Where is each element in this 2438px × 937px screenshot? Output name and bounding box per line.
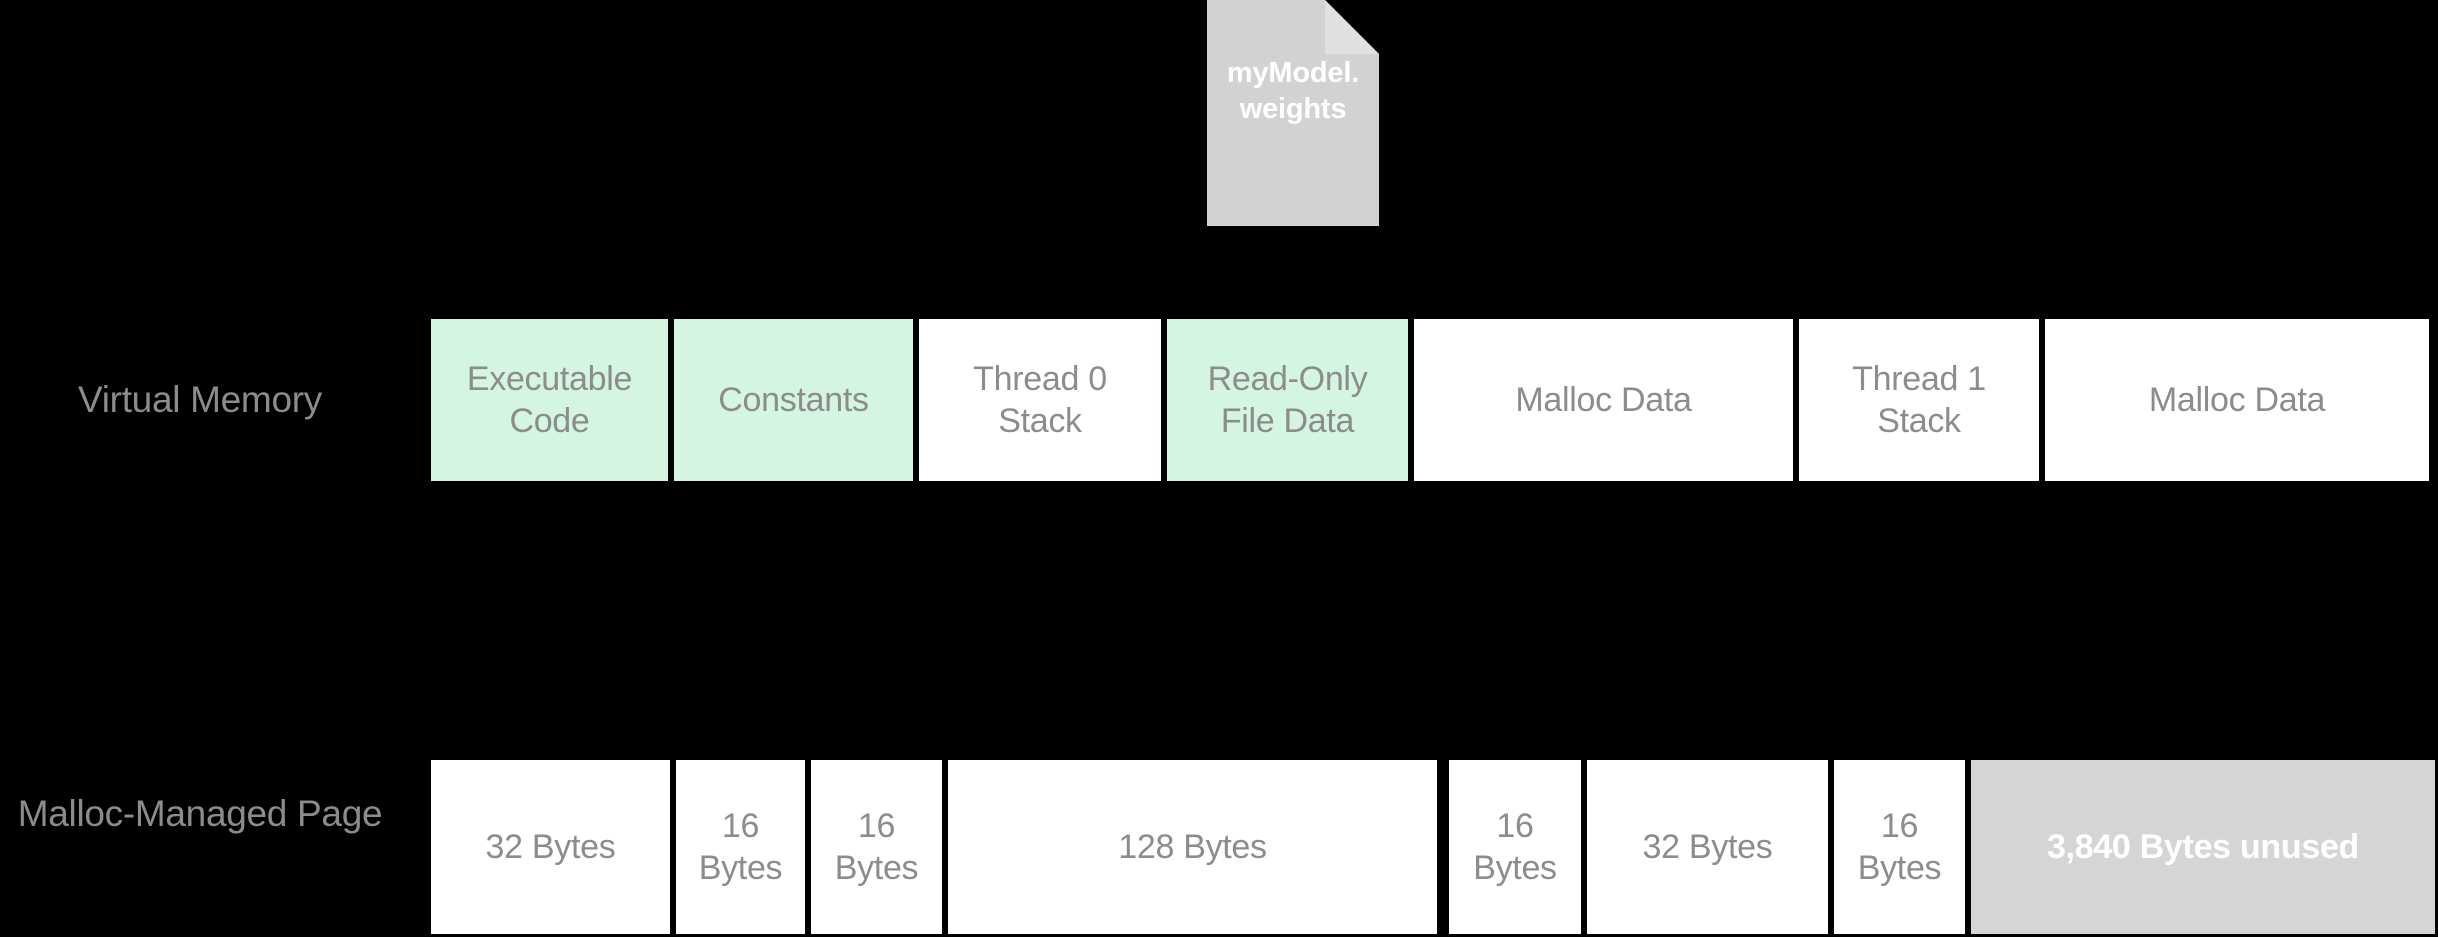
alloc-block-unused[interactable]: 3,840 Bytes unused bbox=[1968, 757, 2438, 937]
memory-block-executable-code[interactable]: Executable Code bbox=[428, 316, 671, 484]
memory-block-constants[interactable]: Constants bbox=[671, 316, 916, 484]
memory-block-malloc-data-1[interactable]: Malloc Data bbox=[1411, 316, 1796, 484]
memory-block-label: Executable Code bbox=[466, 360, 633, 440]
file-icon: myModel. weights bbox=[1207, 0, 1379, 226]
alloc-block-32-bytes-1[interactable]: 32 Bytes bbox=[428, 757, 673, 937]
memory-block-label: Read-Only File Data bbox=[1207, 360, 1368, 440]
malloc-managed-page-band: 32 Bytes 16 Bytes 16 Bytes 128 Bytes 16 … bbox=[428, 757, 2438, 937]
memory-block-label: Constants bbox=[718, 381, 869, 419]
alloc-block-label: 16 Bytes bbox=[1473, 807, 1557, 887]
virtual-memory-row-label: Virtual Memory bbox=[78, 379, 322, 420]
alloc-block-label: 16 Bytes bbox=[1857, 807, 1942, 887]
memory-block-label: Thread 0 Stack bbox=[973, 360, 1107, 440]
alloc-block-128-bytes[interactable]: 128 Bytes bbox=[945, 757, 1440, 937]
memory-block-malloc-data-2[interactable]: Malloc Data bbox=[2042, 316, 2432, 484]
alloc-block-16-bytes-1[interactable]: 16 Bytes bbox=[673, 757, 808, 937]
alloc-block-label: 32 Bytes bbox=[485, 828, 616, 866]
memory-block-label: Thread 1 Stack bbox=[1852, 360, 1986, 440]
file-icon-shape bbox=[1207, 0, 1379, 226]
virtual-memory-band: Executable Code Constants Thread 0 Stack… bbox=[428, 316, 2432, 484]
alloc-block-label: 16 Bytes bbox=[834, 807, 919, 887]
alloc-block-label: 16 Bytes bbox=[698, 807, 783, 887]
alloc-block-label: 32 Bytes bbox=[1642, 828, 1773, 866]
alloc-block-label: 128 Bytes bbox=[1118, 828, 1267, 866]
alloc-block-16-bytes-4[interactable]: 16 Bytes bbox=[1831, 757, 1968, 937]
alloc-block-32-bytes-2[interactable]: 32 Bytes bbox=[1584, 757, 1831, 937]
memory-block-label: Malloc Data bbox=[2148, 381, 2326, 419]
memory-block-thread-0-stack[interactable]: Thread 0 Stack bbox=[916, 316, 1164, 484]
memory-block-label: Malloc Data bbox=[1515, 381, 1692, 419]
memory-block-read-only-file-data[interactable]: Read-Only File Data bbox=[1164, 316, 1411, 484]
alloc-block-label: 3,840 Bytes unused bbox=[2046, 828, 2360, 866]
malloc-managed-page-row-label: Malloc-Managed Page bbox=[17, 793, 383, 834]
alloc-block-16-bytes-2[interactable]: 16 Bytes bbox=[808, 757, 945, 937]
memory-block-thread-1-stack[interactable]: Thread 1 Stack bbox=[1796, 316, 2042, 484]
alloc-block-16-bytes-3[interactable]: 16 Bytes bbox=[1446, 757, 1584, 937]
